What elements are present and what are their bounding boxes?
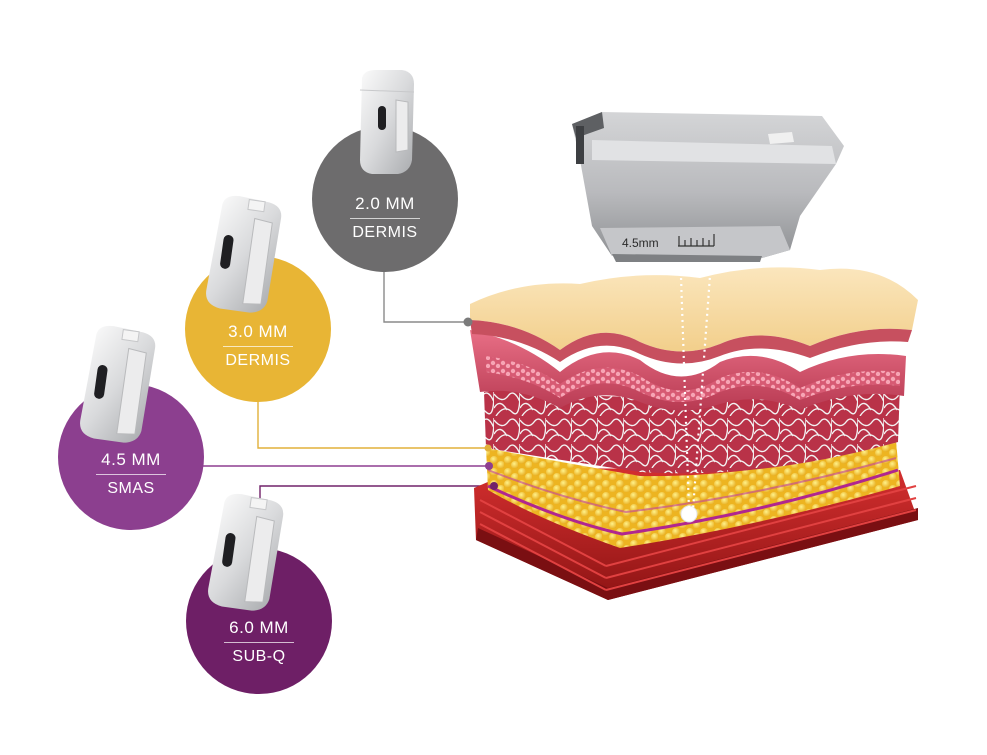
- leader-line-3-0mm: [257, 398, 486, 449]
- depth-value: 6.0 MM: [229, 618, 289, 637]
- layer-name: SMAS: [107, 480, 155, 497]
- depth-value: 3.0 MM: [228, 322, 288, 341]
- cartridge-icon: [80, 325, 156, 443]
- cartridge-icon: [359, 70, 415, 174]
- divider: [224, 642, 294, 643]
- depth-value: 2.0 MM: [355, 194, 415, 213]
- handpiece-scale-label: 4.5mm: [622, 236, 659, 250]
- cartridge-icon: [208, 493, 284, 611]
- layer-name: DERMIS: [352, 224, 418, 241]
- depth-value: 4.5 MM: [101, 450, 161, 469]
- skin-cross-section-icon: [463, 267, 918, 600]
- divider: [96, 474, 166, 475]
- layer-name: DERMIS: [225, 352, 291, 369]
- focus-line-left: [678, 247, 691, 511]
- divider: [223, 346, 293, 347]
- divider: [350, 218, 420, 219]
- cartridge-icon: [206, 195, 282, 313]
- leader-line-2-0mm: [383, 268, 466, 323]
- handpiece-icon: [572, 112, 844, 262]
- focus-line-right: [691, 247, 714, 511]
- layer-name: SUB-Q: [232, 648, 286, 665]
